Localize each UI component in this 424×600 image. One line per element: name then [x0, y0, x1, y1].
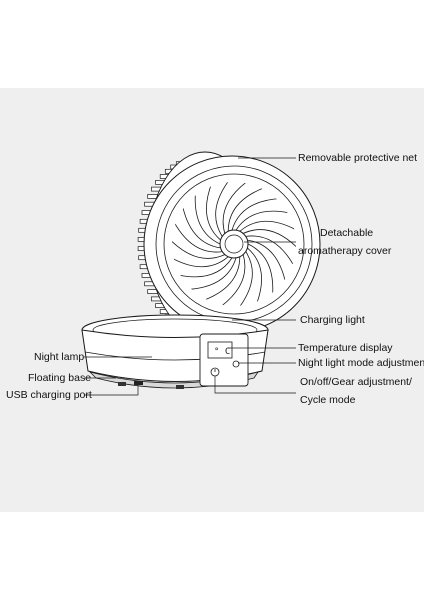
label-night-lamp: Night lamp [34, 351, 85, 363]
fan-blade [243, 229, 296, 251]
label-night-light-mode: Night light mode adjustment [298, 357, 424, 369]
fan-blade [200, 256, 241, 302]
fan-blades [172, 182, 296, 306]
fan-blade [227, 186, 268, 232]
fan-blade [236, 251, 253, 306]
fan-blade [247, 243, 274, 298]
temperature-digit-icon: ° C [214, 347, 230, 357]
foot-right [176, 385, 184, 389]
fan-blade [218, 254, 246, 306]
fan-blade [247, 247, 262, 306]
fan-blade [235, 210, 293, 231]
label-temperature-display: Temperature display [298, 342, 393, 354]
fan-blade [231, 198, 282, 231]
leader-lines [84, 157, 296, 396]
fan-blade [239, 220, 296, 232]
fan-blade [186, 257, 237, 290]
label-power-line2: Cycle mode [300, 394, 356, 406]
display-window [207, 341, 233, 359]
label-power-line1: On/off/Gear adjustment/ [300, 376, 412, 388]
label-charging-light: Charging light [300, 314, 365, 326]
fan-blade [245, 235, 296, 269]
foot-left [118, 382, 126, 386]
fan-blade [172, 237, 225, 259]
label-protective-net: Removable protective net [298, 152, 418, 164]
fan-blade [222, 182, 250, 234]
fan-blade [206, 182, 221, 241]
fan-blade [172, 219, 223, 253]
label-aromatherapy-line1: Detachable [320, 227, 374, 239]
fan-blade [247, 239, 287, 285]
fan-blade [172, 256, 229, 268]
aromatherapy-cover-inner [224, 234, 244, 254]
fan-blade [215, 182, 232, 237]
light-bulb-icon [232, 360, 240, 368]
fan-blade [175, 257, 233, 278]
label-usb-port: USB charging port [6, 389, 92, 401]
label-floating-base: Floating base [28, 372, 92, 384]
fan-blade [181, 203, 221, 249]
fan-blade [194, 190, 221, 245]
label-aromatherapy-line2: aromatherapy cover [298, 245, 392, 257]
usb-port-icon [134, 381, 143, 385]
